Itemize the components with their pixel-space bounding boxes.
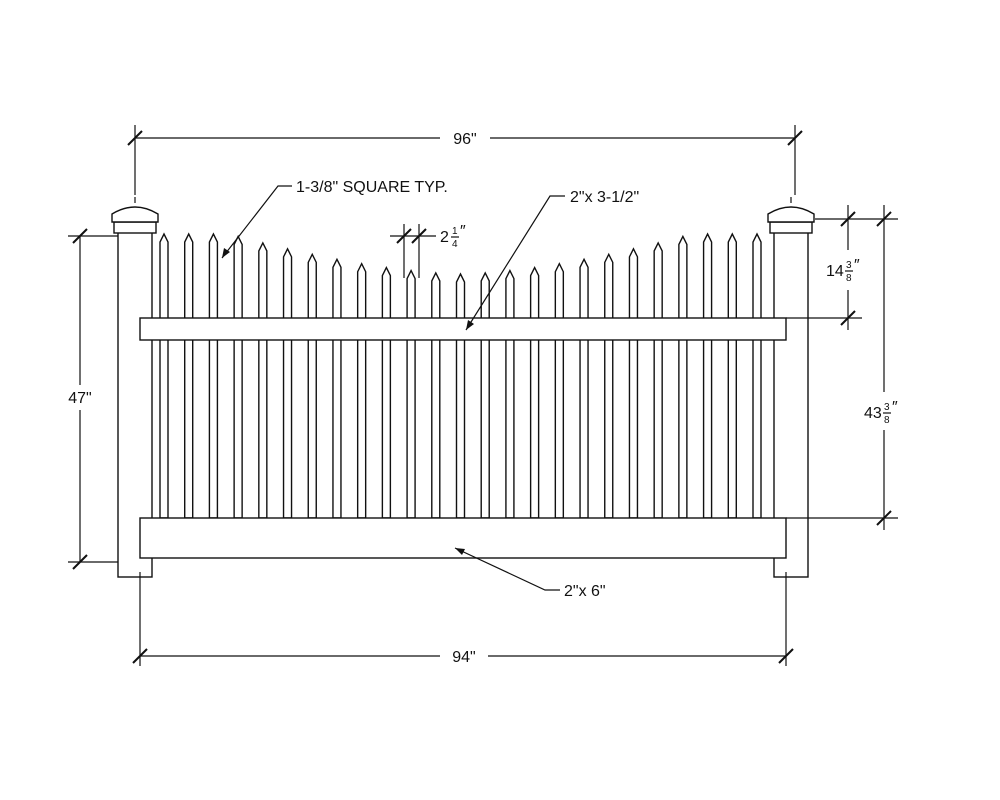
- left-height-label: 47": [68, 390, 91, 407]
- callout-bottom-rail: 2"x 6": [454, 547, 606, 600]
- dimension-right-height: 43 3 8 ″: [786, 205, 898, 530]
- picket: [480, 271, 490, 519]
- left-post: [111, 197, 159, 578]
- picket: [554, 262, 565, 519]
- right-height-num: 3: [884, 402, 890, 413]
- picket: [431, 271, 441, 519]
- picket: [307, 252, 317, 519]
- picket: [159, 232, 169, 519]
- top-offset-num: 3: [846, 260, 852, 271]
- dimension-picket-spacing: 2 1 4 ″: [390, 223, 466, 278]
- picket: [604, 252, 614, 519]
- picket: [381, 265, 392, 519]
- callout-picket: 1-3/8" SQUARE TYP.: [221, 179, 448, 259]
- picket: [628, 247, 639, 519]
- bottom-width-label: 94": [452, 649, 475, 666]
- top-rail: [139, 317, 787, 341]
- callout-top-rail: 2"x 3-1/2": [465, 189, 639, 331]
- picket-spacing-whole: 2: [440, 229, 449, 246]
- pickets-group: [159, 232, 762, 519]
- dimension-bottom-width: 94": [132, 572, 794, 666]
- picket: [332, 257, 342, 519]
- bottom-rail-label: 2"x 6": [564, 583, 606, 600]
- top-rail-label: 2"x 3-1/2": [570, 189, 639, 206]
- picket: [653, 241, 663, 519]
- picket: [505, 269, 515, 519]
- top-offset-inch-mark: ″: [854, 257, 860, 274]
- picket: [356, 262, 367, 519]
- picket: [579, 257, 589, 519]
- picket: [727, 232, 737, 519]
- picket-spacing-inch-mark: ″: [460, 223, 466, 240]
- top-offset-den: 8: [846, 273, 852, 284]
- picket-label: 1-3/8" SQUARE TYP.: [296, 179, 448, 196]
- dimension-top-offset: 14 3 8 ″: [786, 205, 862, 330]
- right-height-whole: 43: [864, 405, 882, 422]
- picket: [208, 232, 219, 519]
- picket: [529, 265, 540, 519]
- picket: [702, 232, 713, 519]
- top-offset-whole: 14: [826, 263, 844, 280]
- picket: [233, 234, 243, 519]
- dimension-top-width: 96": [127, 125, 803, 195]
- picket: [184, 232, 194, 519]
- picket: [406, 269, 416, 519]
- picket-spacing-den: 4: [452, 239, 458, 250]
- right-height-inch-mark: ″: [892, 399, 898, 416]
- picket: [455, 272, 466, 519]
- picket: [678, 234, 688, 519]
- right-post: [767, 197, 815, 578]
- dimension-left-height: 47": [68, 228, 118, 570]
- picket: [282, 247, 293, 519]
- picket: [752, 232, 762, 519]
- right-height-den: 8: [884, 415, 890, 426]
- top-width-label: 96": [453, 131, 476, 148]
- picket-spacing-num: 1: [452, 226, 458, 237]
- picket: [258, 241, 268, 519]
